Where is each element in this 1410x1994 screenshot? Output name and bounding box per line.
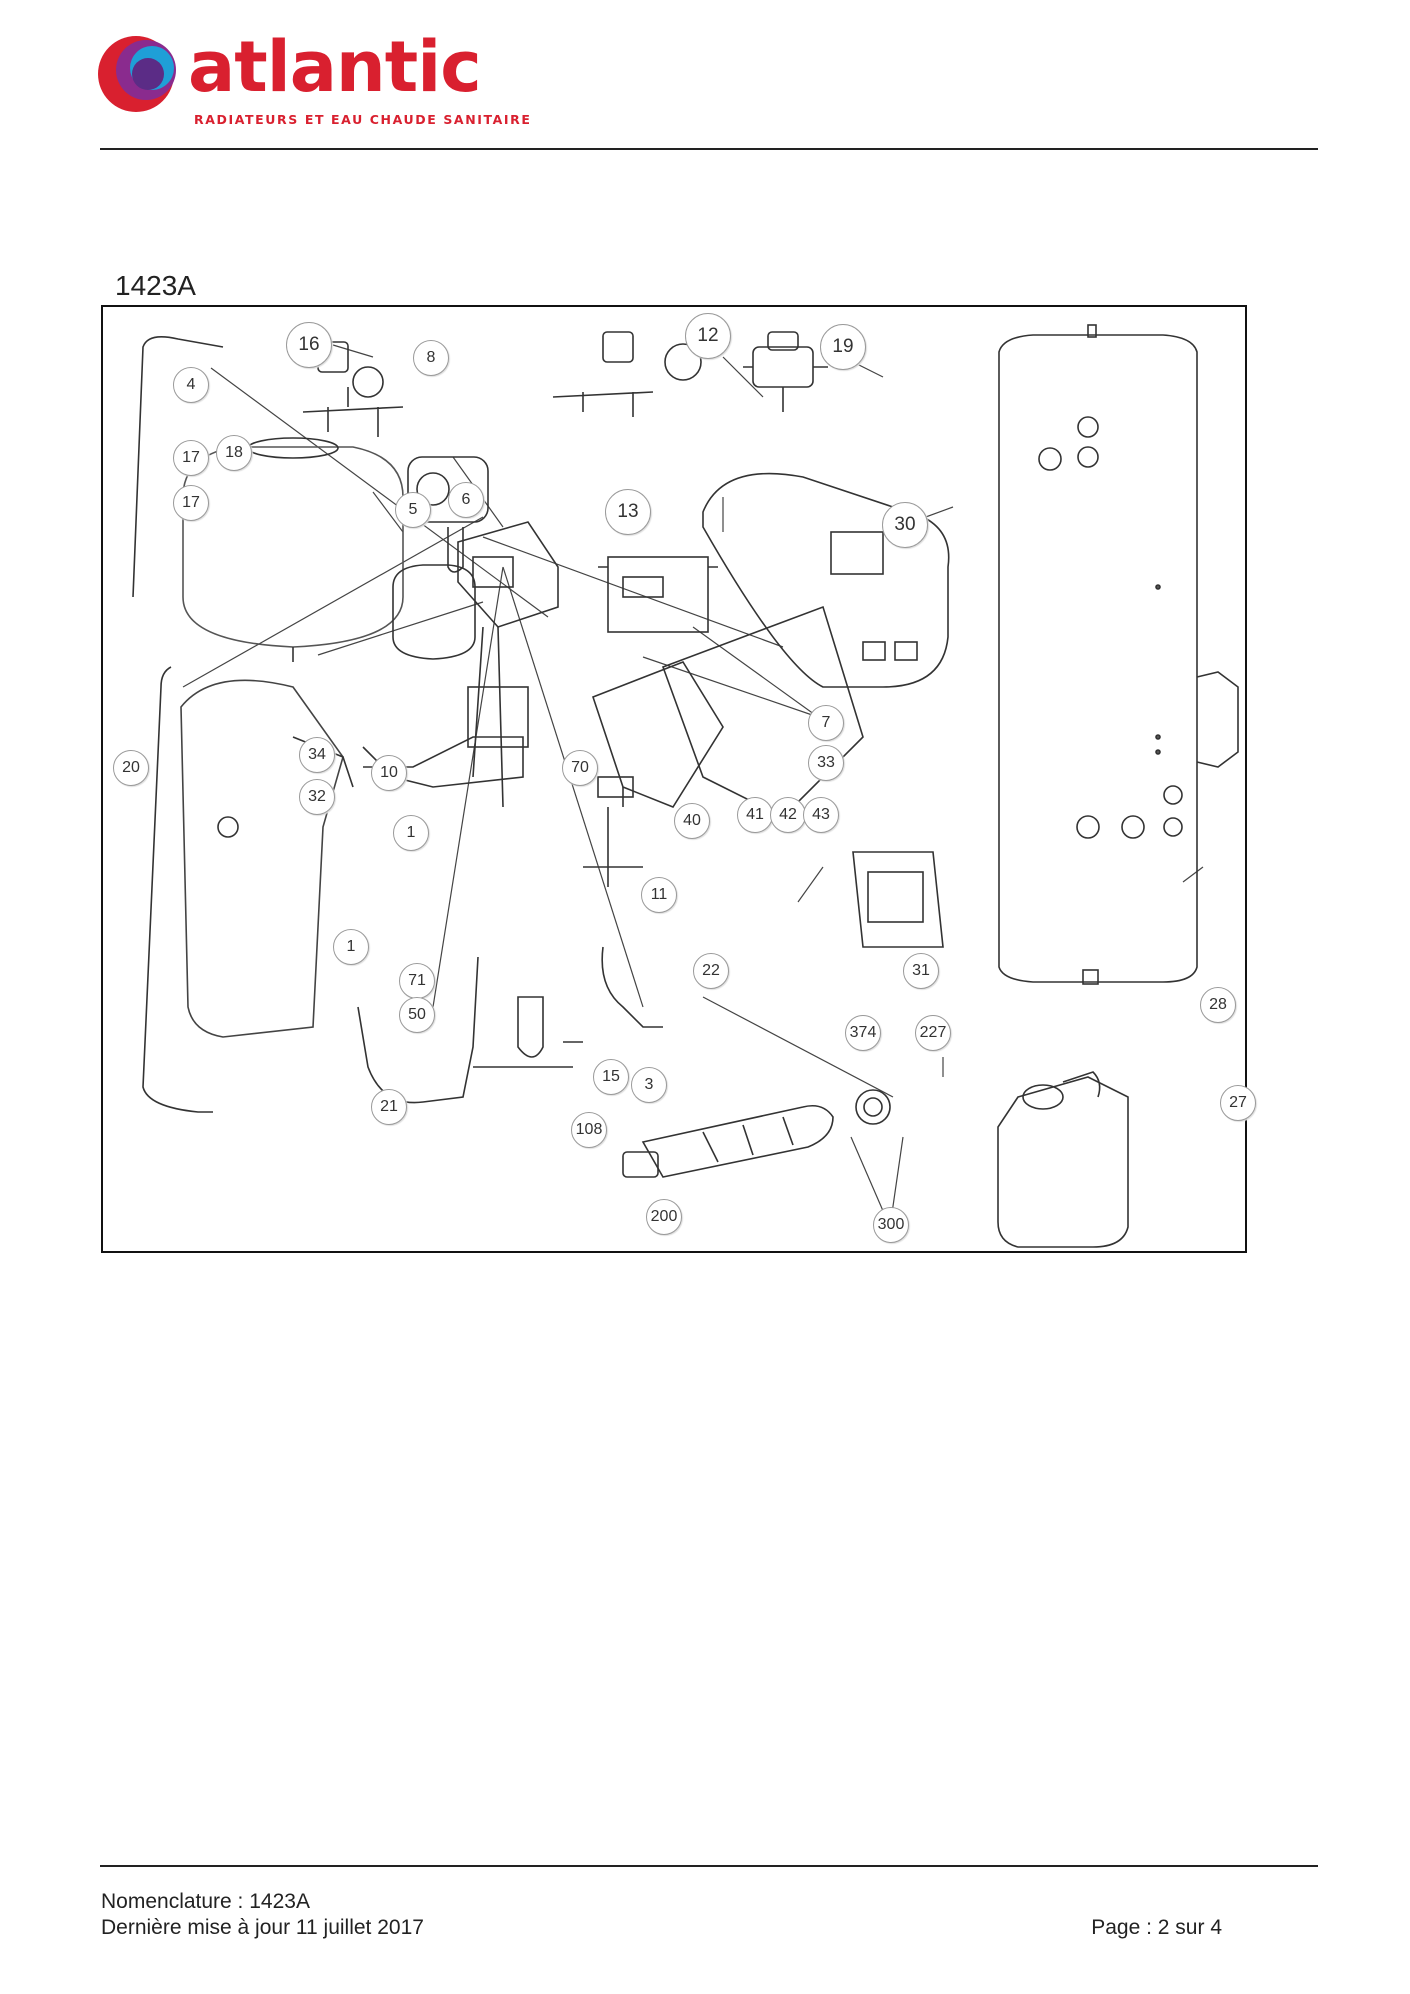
callout-3: 3 bbox=[631, 1067, 667, 1103]
callout-71: 71 bbox=[399, 963, 435, 999]
callout-16: 16 bbox=[286, 322, 332, 368]
callout-1b: 1 bbox=[333, 929, 369, 965]
exploded-parts-diagram: 16 8 12 19 4 17 18 17 5 6 13 30 20 34 32… bbox=[101, 305, 1256, 1253]
callout-5: 5 bbox=[395, 492, 431, 528]
callout-50: 50 bbox=[399, 997, 435, 1033]
callout-21: 21 bbox=[371, 1089, 407, 1125]
callout-300: 300 bbox=[873, 1207, 909, 1243]
brand-logo: atlantic RADIATEURS ET EAU CHAUDE SANITA… bbox=[96, 26, 530, 130]
callout-7: 7 bbox=[808, 705, 844, 741]
callout-227: 227 bbox=[915, 1015, 951, 1051]
callout-34: 34 bbox=[299, 737, 335, 773]
callout-20: 20 bbox=[113, 750, 149, 786]
footer-divider bbox=[100, 1865, 1318, 1867]
brand-tagline: RADIATEURS ET EAU CHAUDE SANITAIRE bbox=[194, 112, 532, 127]
callout-41: 41 bbox=[737, 797, 773, 833]
callout-43: 43 bbox=[803, 797, 839, 833]
callout-17b: 17 bbox=[173, 485, 209, 521]
callout-31: 31 bbox=[903, 953, 939, 989]
callout-33: 33 bbox=[808, 745, 844, 781]
header-divider bbox=[100, 148, 1318, 150]
callout-19: 19 bbox=[820, 324, 866, 370]
callout-10: 10 bbox=[371, 755, 407, 791]
callout-30: 30 bbox=[882, 502, 928, 548]
callout-1a: 1 bbox=[393, 815, 429, 851]
callout-374: 374 bbox=[845, 1015, 881, 1051]
callout-13: 13 bbox=[605, 489, 651, 535]
callout-15: 15 bbox=[593, 1059, 629, 1095]
callout-11: 11 bbox=[641, 877, 677, 913]
callout-108: 108 bbox=[571, 1112, 607, 1148]
diagram-title: 1423A bbox=[115, 270, 196, 301]
callout-18: 18 bbox=[216, 435, 252, 471]
footer-nomenclature: Nomenclature : 1423A bbox=[101, 1890, 310, 1913]
callout-32: 32 bbox=[299, 779, 335, 815]
callout-4: 4 bbox=[173, 367, 209, 403]
callout-17a: 17 bbox=[173, 440, 209, 476]
callout-70: 70 bbox=[562, 750, 598, 786]
callout-28: 28 bbox=[1200, 987, 1236, 1023]
atlantic-logo-icon bbox=[98, 36, 176, 112]
footer-updated: Dernière mise à jour 11 juillet 2017 bbox=[101, 1916, 424, 1939]
page-number: Page : 2 sur 4 bbox=[1091, 1916, 1222, 1939]
callout-12: 12 bbox=[685, 313, 731, 359]
callout-22: 22 bbox=[693, 953, 729, 989]
brand-name: atlantic bbox=[188, 26, 482, 108]
callout-6: 6 bbox=[448, 482, 484, 518]
callout-200: 200 bbox=[646, 1199, 682, 1235]
callout-42: 42 bbox=[770, 797, 806, 833]
parts-drawing bbox=[132, 324, 1239, 1248]
callout-27: 27 bbox=[1220, 1085, 1256, 1121]
callout-40: 40 bbox=[674, 803, 710, 839]
callout-8: 8 bbox=[413, 340, 449, 376]
